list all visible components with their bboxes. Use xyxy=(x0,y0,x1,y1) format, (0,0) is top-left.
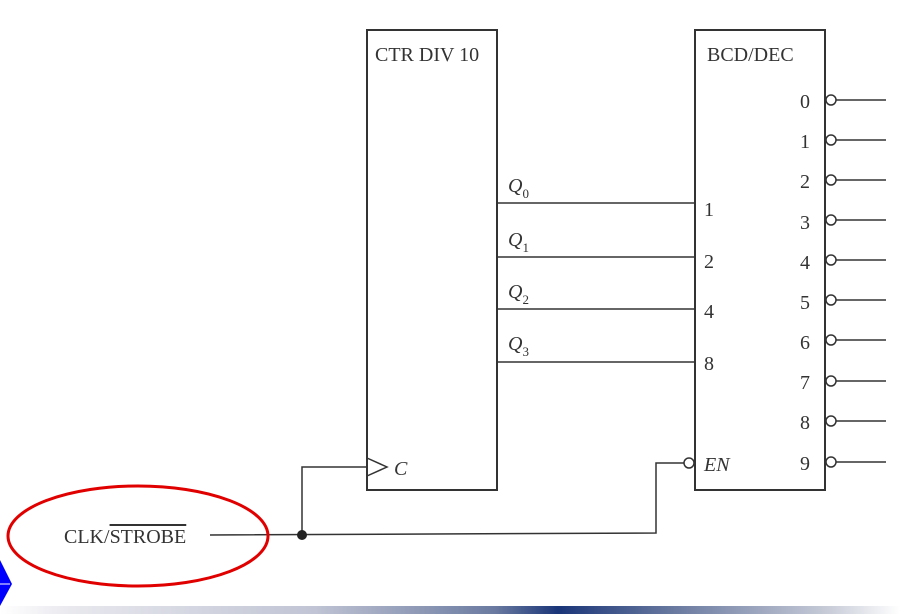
decoder-output-7: 7 xyxy=(800,372,810,394)
enable-label: EN xyxy=(704,454,730,476)
q3-label: Q3 xyxy=(508,333,529,359)
decoder-output-5: 5 xyxy=(800,292,810,314)
decoder-input-4: 4 xyxy=(704,301,714,323)
highlight-ellipse xyxy=(6,484,270,588)
nav-arrow-icon[interactable] xyxy=(0,560,12,606)
wire-enable xyxy=(209,462,684,536)
counter-title: CTR DIV 10 xyxy=(375,44,480,66)
counter-block xyxy=(366,29,498,491)
decoder-output-2: 2 xyxy=(800,171,810,193)
footer-gradient-bar xyxy=(0,606,900,614)
decoder-output-1: 1 xyxy=(800,131,810,153)
clock-input-label: C xyxy=(394,458,408,480)
junction-dot xyxy=(297,530,307,540)
clock-edge-symbol xyxy=(366,457,389,477)
decoder-output-4: 4 xyxy=(800,252,810,274)
q0-label: Q0 xyxy=(508,175,529,201)
decoder-title: BCD/DEC xyxy=(707,44,794,66)
decoder-input-1: 1 xyxy=(704,199,714,221)
decoder-output-9: 9 xyxy=(800,453,810,475)
wire-clock xyxy=(301,466,367,535)
decoder-block xyxy=(694,29,826,491)
enable-bubble xyxy=(683,457,695,469)
clk-strobe-label: CLK/STROBE xyxy=(64,526,187,548)
decoder-output-3: 3 xyxy=(800,212,810,234)
decoder-input-8: 8 xyxy=(704,353,714,375)
decoder-input-2: 2 xyxy=(704,251,714,273)
q1-label: Q1 xyxy=(508,229,529,255)
decoder-output-pins xyxy=(825,94,886,468)
q2-label: Q2 xyxy=(508,281,529,307)
decoder-output-8: 8 xyxy=(800,412,810,434)
decoder-output-0: 0 xyxy=(800,91,810,113)
decoder-output-6: 6 xyxy=(800,332,810,354)
